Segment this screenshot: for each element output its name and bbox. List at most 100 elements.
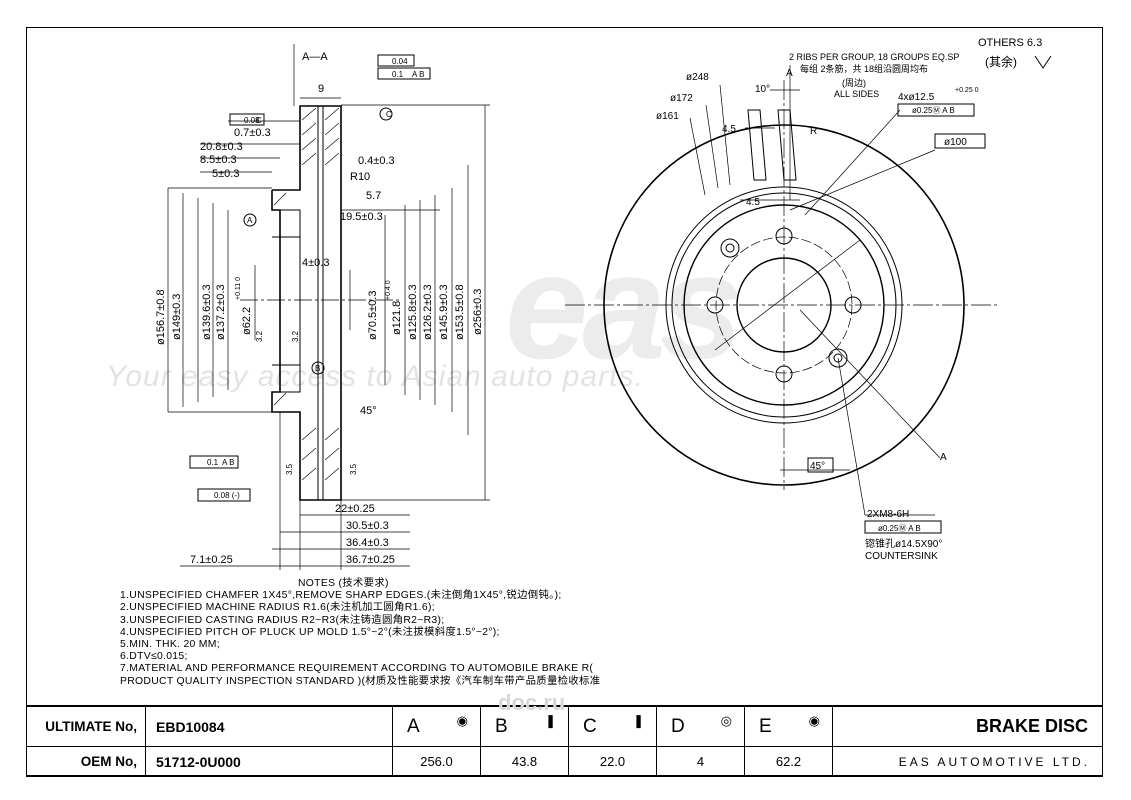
dim-d100: ø100 <box>944 137 967 148</box>
col-c-value: 22.0 <box>568 746 657 777</box>
dim-d62-2: ø62.2 <box>241 307 253 335</box>
others-roughness: OTHERS 6.3 <box>978 37 1042 49</box>
note-line: 2.UNSPECIFIED MACHINE RADIUS R1.6(未注机加工圆… <box>120 602 435 614</box>
dim-3-5a: 3.5 <box>285 463 294 475</box>
dim-d137-2: ø137.2±0.3 <box>215 284 227 340</box>
dim-d149: ø149±0.3 <box>171 294 183 340</box>
all-sides: ALL SIDES <box>834 89 879 99</box>
note-line: 5.MIN. THK. 20 MM; <box>120 639 220 651</box>
company-name: EAS AUTOMOTIVE LTD. <box>832 746 1103 777</box>
dim-d156-7: ø156.7±0.8 <box>155 289 167 345</box>
col-e-letter: E <box>759 715 772 737</box>
note-line: 7.MATERIAL AND PERFORMANCE REQUIREMENT A… <box>120 663 594 675</box>
flatness2-box: 0.08 (-) <box>214 491 240 500</box>
col-b-letter: B <box>495 715 508 737</box>
ribs-note-cn: 每组 2条筋，共 18组沿圆周均布 <box>800 63 928 74</box>
dim-5: 5±0.3 <box>212 168 239 180</box>
note-line: 4.UNSPECIFIED PITCH OF PLUCK UP MOLD 1.5… <box>120 626 500 638</box>
dim-d248: ø248 <box>686 72 709 83</box>
note-line: 1.UNSPECIFIED CHAMFER 1X45°,REMOVE SHARP… <box>120 590 562 602</box>
note-line: 3.UNSPECIFIED CASTING RADIUS R2~R3(未注铸造圆… <box>120 614 445 626</box>
col-b-header: B❚ <box>480 705 569 748</box>
dim-5-7: 5.7 <box>366 190 381 202</box>
dim-22: 22±0.25 <box>335 503 375 515</box>
dim-0-7: 0.7±0.3 <box>234 127 271 139</box>
dim-r10: R10 <box>350 171 370 183</box>
note-line: PRODUCT QUALITY INSPECTION STANDARD )(材质… <box>120 675 601 687</box>
dim-0-4: 0.4±0.3 <box>358 155 395 167</box>
dim-8-5: 8.5±0.3 <box>200 154 237 166</box>
holes-tol: +0.25 0 <box>955 87 979 94</box>
section-label: A—A <box>302 51 328 63</box>
runout2-box: 0.1 <box>207 458 219 467</box>
watermark-tagline: Your easy access to Asian auto parts. <box>106 360 644 393</box>
drawing-title: BRAKE DISC <box>832 705 1103 748</box>
dim-4: 4±0.3 <box>302 257 329 269</box>
site-watermark: doc.ru <box>498 690 566 715</box>
parallel-box: 0.08 <box>244 116 260 125</box>
col-a-letter: A <box>407 715 420 737</box>
dim-3-2a: 3.2 <box>255 330 264 342</box>
col-a-header: A◉ <box>392 705 481 748</box>
dim-d145-9: ø145.9±0.3 <box>438 284 450 340</box>
runout-ref: A B <box>412 70 424 79</box>
dim-d256: ø256±0.3 <box>472 289 484 335</box>
ultimate-label: ULTIMATE No, <box>26 705 146 748</box>
dim-4-5b: 4.5 <box>746 197 760 208</box>
oem-value: 51712-0U000 <box>145 746 393 777</box>
dim-3-5b: 3.5 <box>349 463 358 475</box>
col-d-letter: D <box>671 715 685 737</box>
dim-d62-2-tol: +0.11 0 <box>235 277 242 300</box>
dim-d172: ø172 <box>670 93 693 104</box>
thread-callout: 2XM8-6H <box>867 509 909 520</box>
front-view <box>565 65 1000 534</box>
dim-4-5a: 4.5 <box>722 124 736 135</box>
edge-note-cn: (周边) <box>842 78 866 88</box>
dim-9: 9 <box>318 83 324 95</box>
dim-d70-5: ø70.5±0.3 <box>367 291 379 340</box>
section-a-bottom: A <box>940 452 947 463</box>
dim-19-5: 19.5±0.3 <box>340 211 383 223</box>
dim-3-2b: 3.2 <box>291 330 300 342</box>
countersink: COUNTERSINK <box>865 551 938 562</box>
dim-30-5: 30.5±0.3 <box>346 520 389 532</box>
angle-45-right: 45° <box>810 461 825 472</box>
notes-block: NOTES (技术要求) 1.UNSPECIFIED CHAMFER 1X45°… <box>120 578 600 688</box>
datum-c: C <box>386 110 392 119</box>
bolt-holes-icon: ◎ <box>720 713 732 728</box>
dim-d153-5: ø153.5±0.8 <box>454 284 466 340</box>
disc-thickness-icon: ❚ <box>633 713 644 728</box>
position-tol-2: ø0.25Ⓜ A B <box>878 524 921 533</box>
dim-d125-8: ø125.8±0.3 <box>407 284 419 340</box>
col-e-value: 62.2 <box>744 746 833 777</box>
flatness-box: 0.04 <box>392 57 408 66</box>
col-a-value: 256.0 <box>392 746 481 777</box>
dim-d121-8-tol: +0.4 0 <box>385 280 392 300</box>
dim-36-7: 36.7±0.25 <box>346 554 395 566</box>
runout2-ref: A B <box>222 458 234 467</box>
position-tol-1: ø0.25Ⓜ A B <box>912 106 955 115</box>
disc-front-icon: ◉ <box>456 713 468 728</box>
dim-d161: ø161 <box>656 111 679 122</box>
dim-r: R <box>810 126 817 137</box>
dim-d139-6: ø139.6±0.3 <box>201 284 213 340</box>
parallel-ref: C <box>256 116 262 125</box>
section-view <box>167 44 490 570</box>
col-c-letter: C <box>583 715 597 737</box>
others-cn: (其余) <box>985 54 1017 69</box>
countersink-cn: 锪锥孔ø14.5X90° <box>865 537 942 550</box>
dim-d126-2: ø126.2±0.3 <box>422 284 434 340</box>
angle-10: 10° <box>755 84 770 95</box>
runout-box: 0.1 <box>392 70 404 79</box>
dim-36-4: 36.4±0.3 <box>346 537 389 549</box>
dim-d121-8: ø121.8 <box>391 301 403 335</box>
col-e-header: E◉ <box>744 705 833 748</box>
ultimate-value: EBD10084 <box>145 705 393 748</box>
col-d-header: D◎ <box>656 705 745 748</box>
dim-7-1: 7.1±0.25 <box>190 554 233 566</box>
notes-heading: NOTES (技术要求) <box>298 578 389 589</box>
datum-a: A <box>247 216 253 225</box>
col-b-value: 43.8 <box>480 746 569 777</box>
disc-side-icon: ❚ <box>545 713 556 728</box>
